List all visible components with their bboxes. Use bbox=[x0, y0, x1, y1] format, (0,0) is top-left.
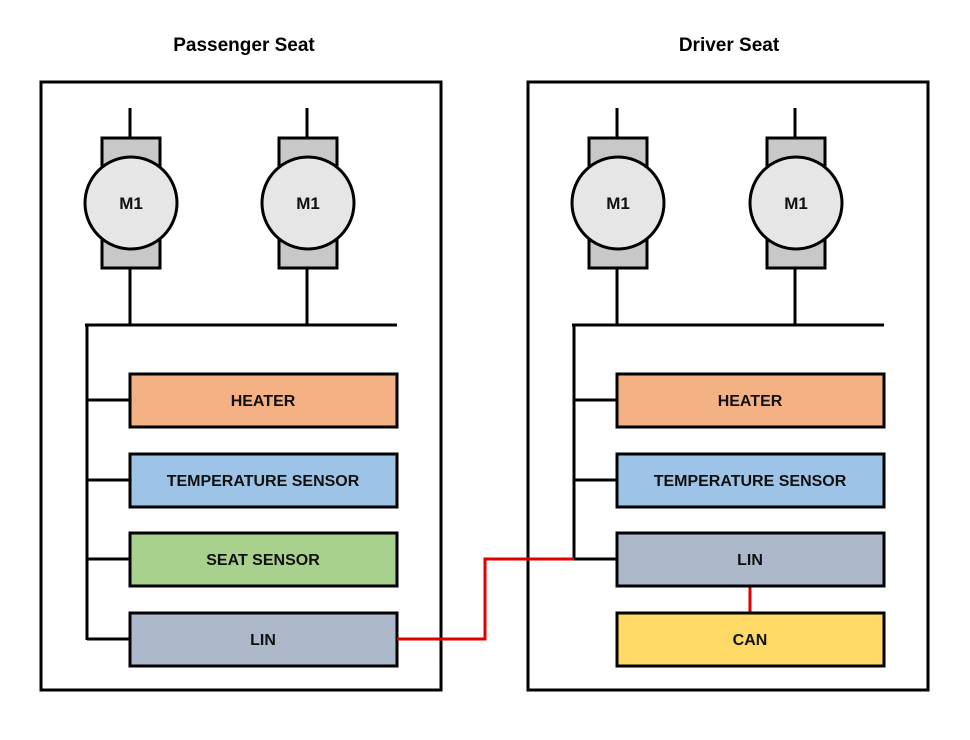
driver-motor-1: M1 bbox=[570, 108, 666, 325]
driver-lin-label: LIN bbox=[737, 552, 763, 569]
driver-lin-block bbox=[615, 531, 886, 588]
driver-can-label: CAN bbox=[733, 632, 768, 649]
driver-seat-frame bbox=[526, 80, 930, 692]
driver-motor-2: M1 bbox=[748, 108, 844, 325]
passenger-motor-1: M1 bbox=[83, 108, 179, 325]
passenger-seat-frame bbox=[39, 80, 443, 692]
motor-label: M1 bbox=[784, 194, 808, 213]
driver-can-block bbox=[615, 611, 886, 668]
motor-label: M1 bbox=[606, 194, 630, 213]
passenger-seat-sensor-block bbox=[128, 531, 399, 588]
motor-icon bbox=[260, 155, 356, 251]
passenger-motor-2: M1 bbox=[260, 108, 356, 325]
motor-icon bbox=[570, 155, 666, 251]
passenger-lin-block bbox=[128, 611, 399, 668]
motor-icon bbox=[748, 155, 844, 251]
passenger-seat-title: Passenger Seat bbox=[173, 35, 315, 56]
passenger-temperature-sensor-block bbox=[128, 452, 399, 509]
motor-label: M1 bbox=[296, 194, 320, 213]
motor-icon bbox=[83, 155, 179, 251]
passenger-seat-sensor-label: SEAT SENSOR bbox=[206, 552, 320, 569]
driver-seat-title: Driver Seat bbox=[679, 35, 780, 56]
driver-heater-block bbox=[615, 372, 886, 429]
inter-seat-lin-link bbox=[397, 557, 574, 641]
driver-heater-label: HEATER bbox=[718, 393, 783, 410]
motor-label: M1 bbox=[119, 194, 143, 213]
passenger-seat-panel: M1 M1 HEATER TEMPERATURE SENSOR SEAT SEN… bbox=[39, 80, 443, 692]
passenger-heater-block bbox=[128, 372, 399, 429]
passenger-heater-label: HEATER bbox=[231, 393, 296, 410]
passenger-temperature-sensor-label: TEMPERATURE SENSOR bbox=[167, 473, 360, 490]
passenger-lin-label: LIN bbox=[250, 632, 276, 649]
driver-seat-panel: M1 M1 HEATER TEMPERATURE SENSOR LIN CAN bbox=[526, 80, 930, 692]
driver-temperature-sensor-label: TEMPERATURE SENSOR bbox=[654, 473, 847, 490]
driver-temperature-sensor-block bbox=[615, 452, 886, 509]
